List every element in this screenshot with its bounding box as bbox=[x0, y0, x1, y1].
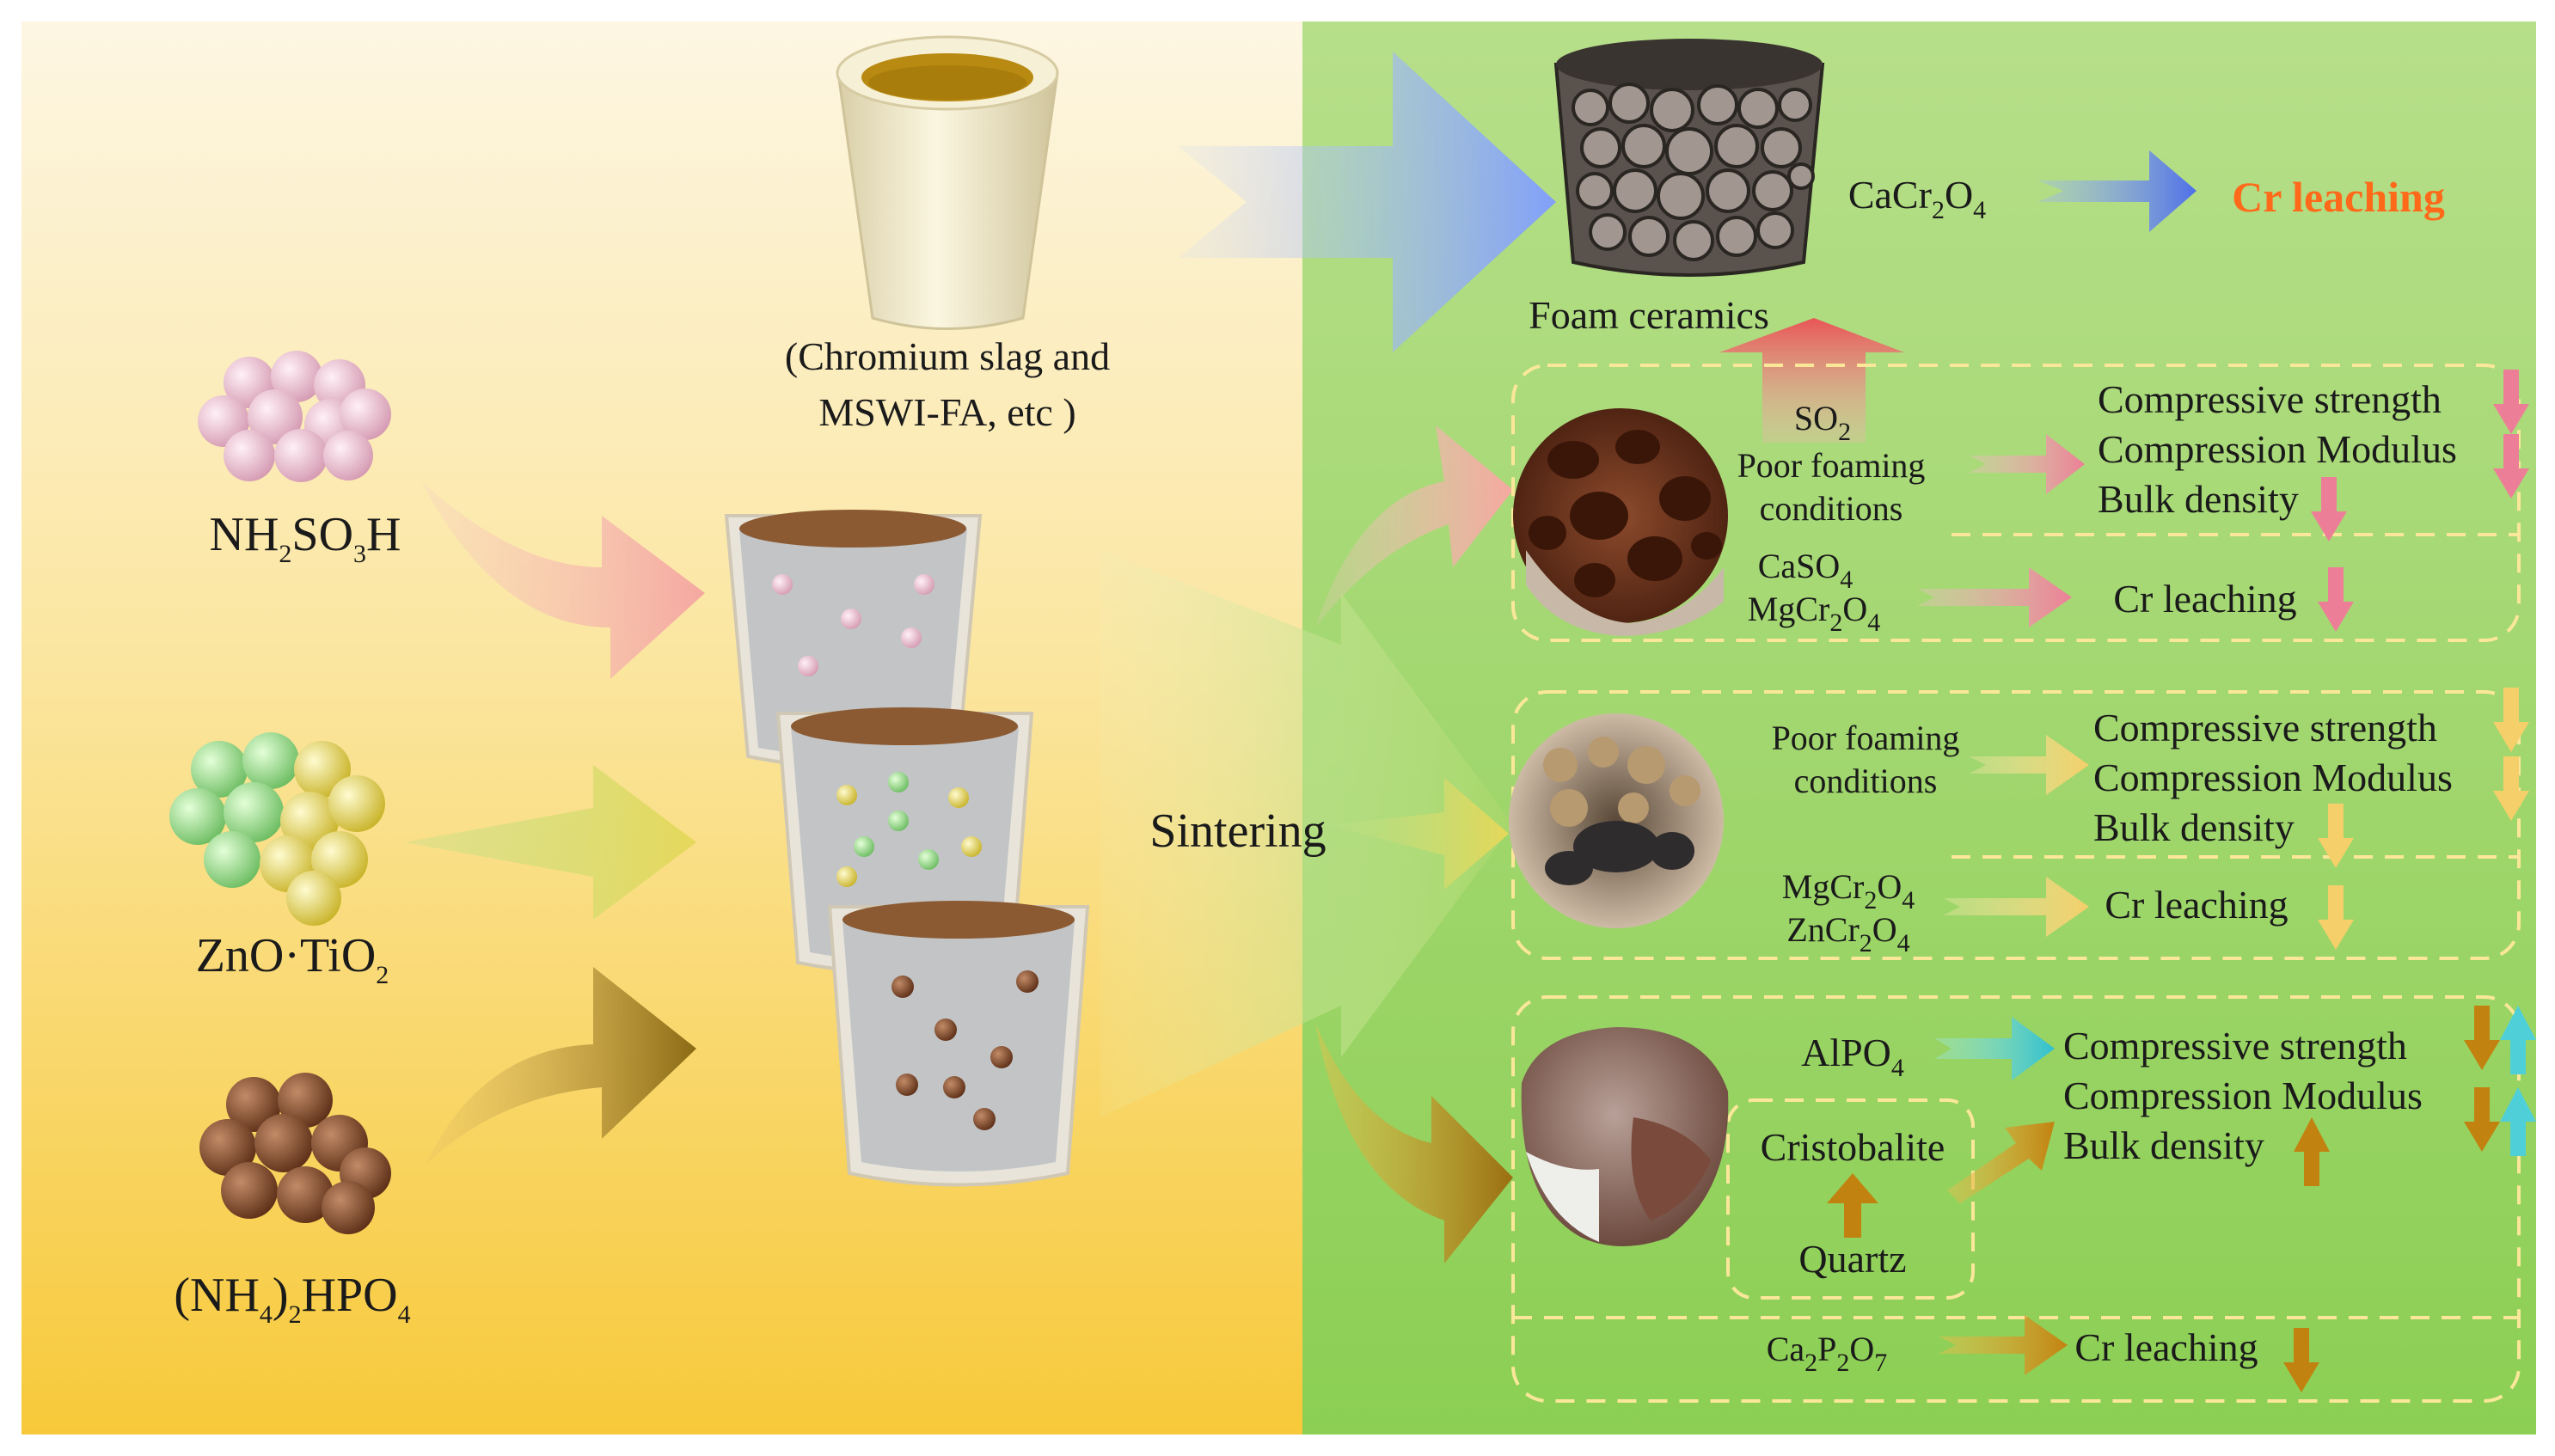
g2-leaching-arrow bbox=[1943, 877, 2089, 937]
g2-condition-line1: Poor foaming bbox=[1772, 719, 1960, 757]
cr-leaching-result-top: Cr leaching bbox=[2232, 173, 2445, 221]
g1-down-arrow-3 bbox=[2311, 477, 2347, 541]
pink-additive-arrow bbox=[421, 481, 705, 679]
crucible-dap bbox=[827, 901, 1090, 1187]
g1-condition-line1: Poor foaming bbox=[1737, 446, 1926, 485]
cyan-property-arrow bbox=[1934, 1017, 2055, 1080]
g2-property-2: Compression Modulus bbox=[2093, 756, 2453, 799]
g1-property-1: Compressive strength bbox=[2098, 377, 2442, 421]
zno-tio2-formula: ZnO·TiO2 bbox=[196, 929, 389, 989]
g3-up-arrow-gold bbox=[2294, 1117, 2330, 1186]
g1-property-3: Bulk density bbox=[2098, 477, 2299, 521]
g3-property-2: Compression Modulus bbox=[2063, 1074, 2423, 1117]
g3-down-arrow-gold-2 bbox=[2464, 1087, 2500, 1152]
pink-input-arrow bbox=[1315, 425, 1513, 627]
g2-property-3: Bulk density bbox=[2093, 805, 2295, 849]
g2-property-1: Compressive strength bbox=[2093, 706, 2437, 749]
g1-phase-1: CaSO4 bbox=[1758, 547, 1853, 594]
g2-phase-2: ZnCr2O4 bbox=[1786, 910, 1909, 957]
raw-slag-crucible bbox=[836, 35, 1059, 330]
sulfamic-acid-formula: NH2SO3H bbox=[210, 508, 401, 568]
g3-leaching-arrow bbox=[1939, 1315, 2068, 1375]
cristobalite-label: Cristobalite bbox=[1761, 1125, 1945, 1169]
so2-up-arrow bbox=[1719, 318, 1904, 443]
g2-property-arrow bbox=[1969, 735, 2089, 795]
g2-phase-1: MgCr2O4 bbox=[1782, 867, 1915, 915]
sintering-arrow bbox=[1100, 550, 1513, 1117]
blue-feed-arrow bbox=[1178, 52, 1556, 352]
g3-up-arrow-cyan bbox=[2500, 1006, 2536, 1074]
g1-condition-line2: conditions bbox=[1760, 489, 1903, 528]
yellow-input-arrow bbox=[1328, 778, 1509, 890]
slag-label-line1: (Chromium slag and bbox=[785, 334, 1110, 378]
dap-particles bbox=[199, 1073, 391, 1234]
g2-leaching-label: Cr leaching bbox=[2105, 883, 2288, 927]
porous-sample-3 bbox=[1521, 1027, 1729, 1246]
porous-sample-1 bbox=[1513, 408, 1728, 636]
cristobalite-subbox bbox=[1726, 1098, 1975, 1300]
ca2p2o7-phase: Ca2P2O7 bbox=[1767, 1330, 1888, 1377]
brown-input-arrow bbox=[1315, 1023, 1513, 1263]
right-panel-background bbox=[1302, 21, 2536, 1435]
g1-down-arrow-1 bbox=[2493, 370, 2529, 434]
group-dap-box bbox=[1511, 995, 2521, 1403]
foam-ceramics-label: Foam ceramics bbox=[1529, 293, 1769, 337]
alpo4-phase: AlPO4 bbox=[1801, 1031, 1904, 1082]
g1-down-arrow-2 bbox=[2493, 434, 2529, 499]
slag-label-line2: MSWI-FA, etc ) bbox=[818, 390, 1075, 434]
sintering-label: Sintering bbox=[1149, 804, 1326, 858]
quartz-label: Quartz bbox=[1798, 1237, 1906, 1281]
dap-formula: (NH4)2HPO4 bbox=[174, 1269, 410, 1329]
group-sulfamic-box bbox=[1511, 364, 2521, 642]
porous-sample-2 bbox=[1509, 713, 1724, 928]
g1-leaching-down-arrow bbox=[2318, 567, 2354, 632]
g1-leaching-label: Cr leaching bbox=[2113, 577, 2296, 621]
g1-phase-2: MgCr2O4 bbox=[1748, 590, 1880, 637]
g3-down-arrow-gold bbox=[2464, 1006, 2500, 1070]
brown-additive-arrow bbox=[426, 967, 696, 1165]
g2-down-arrow-1 bbox=[2493, 688, 2529, 752]
g1-leaching-arrow bbox=[1917, 567, 2072, 627]
g3-property-1: Compressive strength bbox=[2063, 1024, 2407, 1068]
sulfamic-acid-particles bbox=[198, 351, 391, 482]
cristobalite-property-arrow bbox=[1947, 1122, 2055, 1203]
foam-ceramic-image bbox=[1553, 39, 1825, 277]
cacr2o4-phase: CaCr2O4 bbox=[1848, 173, 1986, 224]
zno-tio2-particles bbox=[169, 732, 385, 926]
green-additive-arrow bbox=[404, 765, 696, 920]
crucible-sulfamic bbox=[724, 510, 983, 769]
g3-leaching-down-arrow bbox=[2283, 1328, 2319, 1392]
g3-property-3: Bulk density bbox=[2063, 1123, 2264, 1167]
g2-leaching-down-arrow bbox=[2318, 885, 2354, 950]
g1-property-2: Compression Modulus bbox=[2098, 427, 2457, 471]
quartz-up-arrow bbox=[1827, 1173, 1878, 1238]
g1-property-arrow bbox=[1969, 434, 2085, 494]
g3-leaching-label: Cr leaching bbox=[2074, 1325, 2258, 1369]
blue-result-arrow bbox=[2037, 150, 2197, 232]
g3-up-arrow-cyan-2 bbox=[2500, 1087, 2536, 1156]
so2-gas: SO2 bbox=[1794, 399, 1851, 446]
g2-condition-line2: conditions bbox=[1794, 762, 1938, 800]
g2-down-arrow-2 bbox=[2493, 756, 2529, 821]
g2-down-arrow-3 bbox=[2318, 804, 2354, 868]
